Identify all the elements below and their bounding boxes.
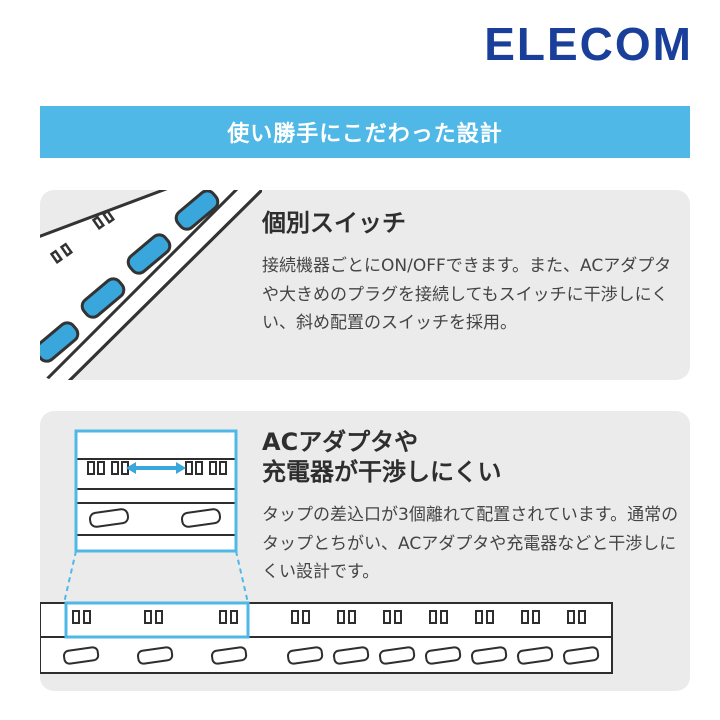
feature-title: 個別スイッチ: [262, 209, 406, 237]
switch-icon: [40, 190, 220, 363]
section-banner: 使い勝手にこだわった設計: [40, 106, 690, 158]
feature-card-individual-switch: 個別スイッチ 接続機器ごとにON/OFFできます。また、ACアダプタや大きめのプ…: [40, 190, 690, 380]
banner-title: 使い勝手にこだわった設計: [227, 122, 503, 147]
feature-title: ACアダプタや 充電器が干渉しにくい: [262, 428, 502, 486]
diagonal-switch-strip-illustration: [40, 190, 262, 380]
logo-text: ELECOM: [484, 18, 693, 68]
elecom-logo: ELECOM: [484, 18, 693, 68]
feature-description: 接続機器ごとにON/OFFできます。また、ACアダプタや大きめのプラグを接続して…: [262, 256, 672, 334]
double-arrow-icon: [126, 462, 186, 474]
feature-card-spaced-outlets: ACアダプタや 充電器が干渉しにくい タップの差込口が3個離れて配置されています…: [40, 411, 690, 691]
feature-description: タップの差込口が3個離れて配置されています。通常のタップとちがい、ACアダプタや…: [262, 505, 679, 583]
spaced-outlet-strip-illustration: [40, 429, 613, 674]
